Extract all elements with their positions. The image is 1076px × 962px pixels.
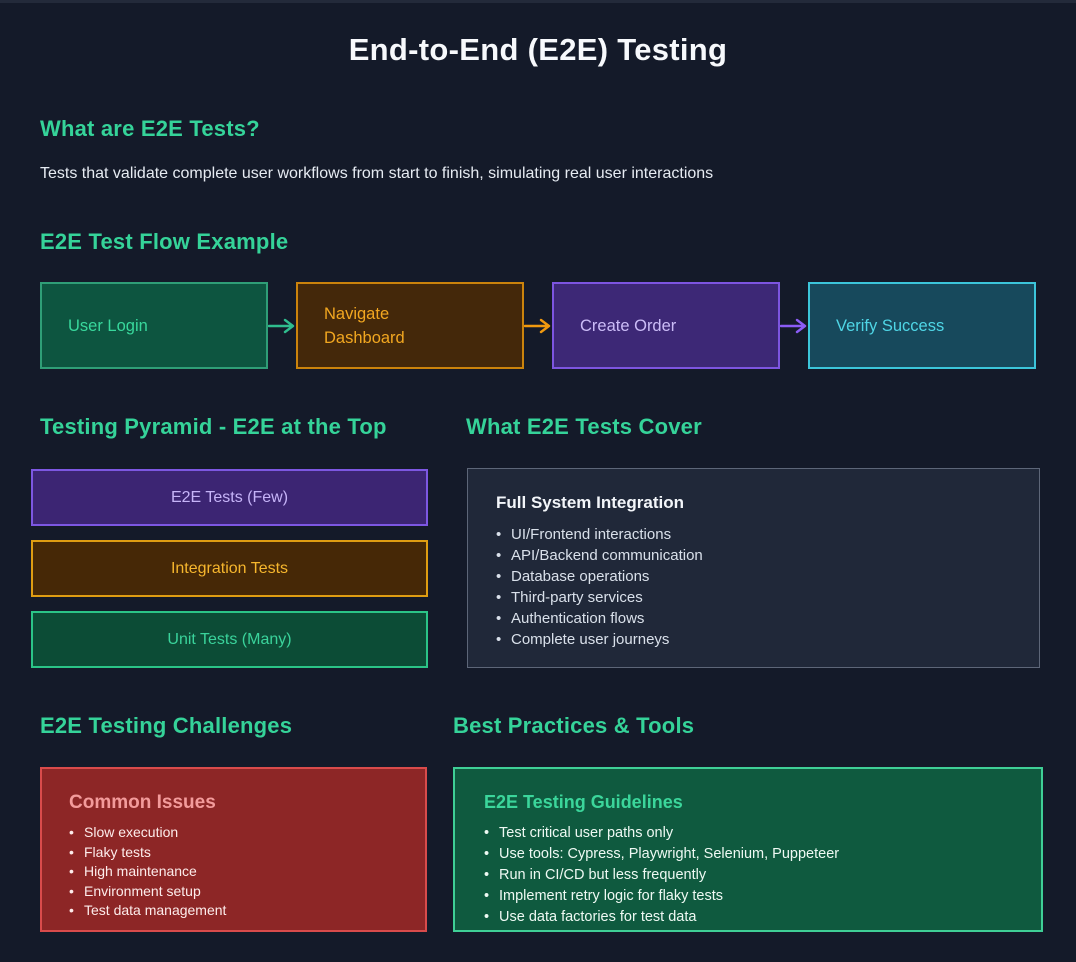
bullet-item: Test critical user paths only — [484, 823, 1023, 844]
bullet-item: API/Backend communication — [496, 545, 1015, 566]
bullet-item: Slow execution — [69, 823, 407, 843]
flow-step-label: User Login — [68, 316, 148, 335]
pyramid-level-integration-tests: Integration Tests — [31, 540, 428, 597]
flow-step-user-login: User Login — [40, 282, 268, 369]
e2e-flow-diagram: User Login Navigate Dashboard Create Ord… — [40, 282, 1036, 369]
bullet-item: Authentication flows — [496, 608, 1015, 629]
coverage-list: UI/Frontend interactions API/Backend com… — [496, 524, 1015, 650]
pyramid-level-e2e-tests: E2E Tests (Few) — [31, 469, 428, 526]
common-issues-title: Common Issues — [69, 792, 216, 813]
bullet-item: Flaky tests — [69, 843, 407, 863]
right-arrow-icon — [268, 318, 295, 333]
guidelines-list: Test critical user paths only Use tools:… — [484, 823, 1023, 928]
testing-pyramid: E2E Tests (Few) Integration Tests Unit T… — [31, 469, 428, 682]
common-issues-list: Slow execution Flaky tests High maintena… — [69, 823, 407, 921]
coverage-panel-title: Full System Integration — [496, 493, 684, 512]
bullet-item: Implement retry logic for flaky tests — [484, 886, 1023, 907]
section-heading-challenges: E2E Testing Challenges — [40, 713, 293, 738]
bullet-item: Use tools: Cypress, Playwright, Selenium… — [484, 844, 1023, 865]
coverage-panel: Full System Integration UI/Frontend inte… — [467, 468, 1040, 668]
bullet-item: Environment setup — [69, 882, 407, 902]
pyramid-level-unit-tests: Unit Tests (Many) — [31, 611, 428, 668]
guidelines-title: E2E Testing Guidelines — [484, 792, 683, 812]
section-heading-tests-cover: What E2E Tests Cover — [466, 414, 702, 439]
section-heading-best-practices: Best Practices & Tools — [453, 713, 695, 738]
bullet-item: Database operations — [496, 566, 1015, 587]
flow-step-label: Navigate Dashboard — [324, 304, 405, 347]
section-heading-what-are-e2e-tests: What are E2E Tests? — [40, 116, 260, 141]
pyramid-level-label: Unit Tests (Many) — [167, 630, 292, 648]
bullet-item: Test data management — [69, 901, 407, 921]
bullet-item: Use data factories for test data — [484, 907, 1023, 928]
flow-step-verify-success: Verify Success — [808, 282, 1036, 369]
flow-step-label: Create Order — [580, 316, 677, 335]
top-edge-highlight — [0, 0, 1076, 3]
bullet-item: Complete user journeys — [496, 629, 1015, 650]
bullet-item: UI/Frontend interactions — [496, 524, 1015, 545]
common-issues-panel: Common Issues Slow execution Flaky tests… — [40, 767, 427, 932]
page-title: End-to-End (E2E) Testing — [348, 32, 728, 67]
flow-step-navigate-dashboard: Navigate Dashboard — [296, 282, 524, 369]
bullet-item: Run in CI/CD but less frequently — [484, 865, 1023, 886]
pyramid-level-label: Integration Tests — [170, 559, 289, 577]
right-arrow-icon — [524, 318, 551, 333]
bullet-item: High maintenance — [69, 862, 407, 882]
flow-step-create-order: Create Order — [552, 282, 780, 369]
section-heading-testing-pyramid: Testing Pyramid - E2E at the Top — [40, 414, 387, 439]
intro-description: Tests that validate complete user workfl… — [40, 165, 714, 182]
guidelines-panel: E2E Testing Guidelines Test critical use… — [453, 767, 1043, 932]
section-heading-flow-example: E2E Test Flow Example — [40, 229, 289, 254]
bullet-item: Third-party services — [496, 587, 1015, 608]
right-arrow-icon — [780, 318, 807, 333]
pyramid-level-label: E2E Tests (Few) — [170, 488, 289, 506]
flow-step-label: Verify Success — [836, 316, 945, 335]
